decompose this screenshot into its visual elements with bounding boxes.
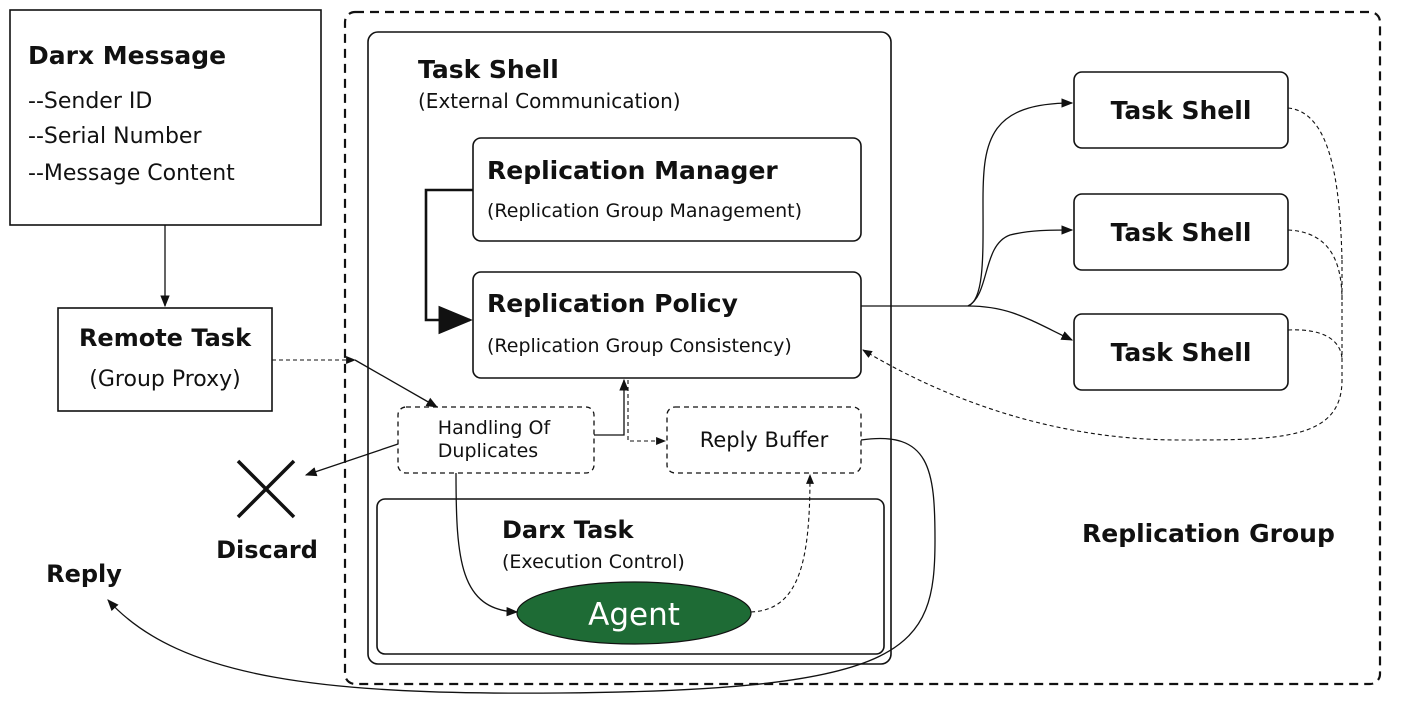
reply-buffer-to-reply-arrow [107, 437, 936, 694]
darx-message-title: Darx Message [28, 41, 226, 70]
policy-to-shell-3-arrow [967, 305, 1074, 341]
remote-task-to-duplicates-arrow [354, 359, 439, 408]
replication-policy-title: Replication Policy [487, 289, 738, 318]
replication-manager-box: Replication Manager (Replication Group M… [472, 137, 862, 242]
shells-to-policy-return-arrow [862, 260, 1343, 441]
duplicates-to-policy-arrow [594, 378, 629, 436]
darx-task-subtitle: (Execution Control) [502, 551, 685, 573]
remote-task-box: Remote Task (Group Proxy) [57, 307, 273, 412]
remote-task-subtitle: (Group Proxy) [89, 367, 240, 392]
replica-task-shell-2: Task Shell [1073, 193, 1289, 271]
discard-label: Discard [216, 536, 318, 564]
replication-group-label: Replication Group [1082, 519, 1335, 548]
shell-3-return-dashed [1287, 329, 1343, 361]
replica-task-shell-3-label: Task Shell [1111, 338, 1252, 367]
replica-task-shell-1-label: Task Shell [1111, 96, 1252, 125]
replication-manager-title: Replication Manager [487, 156, 778, 185]
task-shell-title: Task Shell [418, 55, 559, 84]
handling-duplicates-box: Handling Of Duplicates [397, 406, 595, 474]
reply-buffer-box: Reply Buffer [666, 406, 862, 474]
duplicates-to-discard-arrow [304, 443, 399, 477]
replication-policy-subtitle: (Replication Group Consistency) [487, 335, 792, 357]
handling-duplicates-line2: Duplicates [438, 440, 538, 462]
policy-to-shell-2-arrow [967, 225, 1074, 307]
remote-task-title: Remote Task [79, 324, 252, 352]
agent-node: Agent [516, 581, 752, 645]
discard-icon [236, 459, 296, 519]
replica-task-shell-1: Task Shell [1073, 71, 1289, 149]
agent-to-reply-buffer-arrow [750, 474, 814, 613]
replication-group-boundary [343, 10, 1382, 686]
reply-buffer-label: Reply Buffer [700, 428, 829, 452]
darx-task-title: Darx Task [502, 516, 635, 544]
replication-manager-subtitle: (Replication Group Management) [487, 200, 802, 222]
darx-message-box: Darx Message --Sender ID --Serial Number… [9, 9, 322, 226]
darx-message-field-message-content: --Message Content [28, 161, 235, 186]
task-shell-subtitle: (External Communication) [418, 89, 681, 113]
darx-message-field-serial-number: --Serial Number [28, 124, 202, 149]
duplicates-to-agent-arrow [455, 472, 519, 617]
darx-task-box: Darx Task (Execution Control) [376, 498, 885, 655]
shell-1-return-dashed [1287, 107, 1343, 261]
replication-policy-box: Replication Policy (Replication Group Co… [472, 271, 862, 379]
reply-label: Reply [46, 560, 122, 588]
policy-to-reply-buffer-arrow [627, 380, 666, 445]
manager-to-policy-arrow [424, 188, 473, 335]
darx-message-field-sender-id: --Sender ID [28, 89, 152, 114]
agent-label: Agent [588, 597, 680, 633]
handling-duplicates-line1: Handling Of [438, 417, 552, 439]
replica-task-shell-3: Task Shell [1073, 313, 1289, 391]
policy-to-shell-1-arrow [861, 98, 1074, 307]
replica-task-shell-2-label: Task Shell [1111, 218, 1252, 247]
shell-2-return-dashed [1287, 229, 1343, 301]
